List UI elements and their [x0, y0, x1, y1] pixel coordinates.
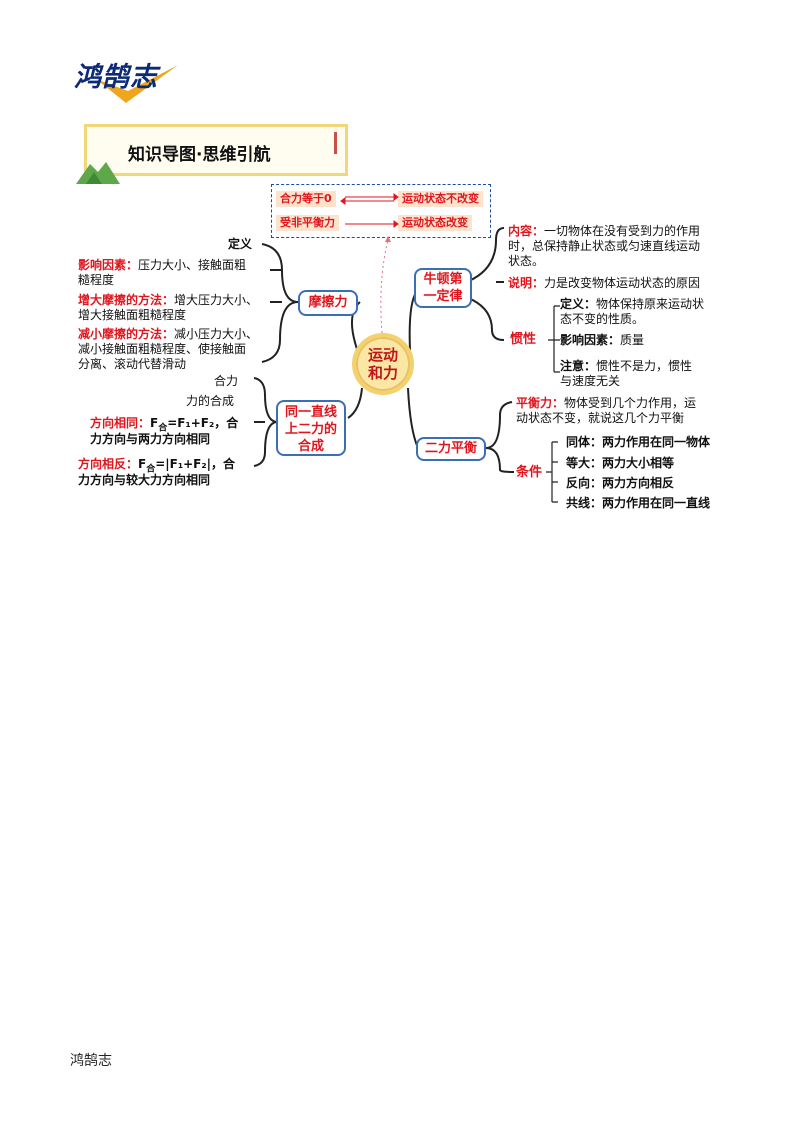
inertia-factor: 影响因素：质量 [560, 333, 645, 347]
newton-node-line1: 牛顿第 [423, 272, 463, 287]
mountain-icon [76, 162, 120, 184]
resultant-opposite-direction: 方向相反：F合=|F₁+F₂|，合 [78, 457, 236, 475]
newton-inertia-label: 惯性 [510, 332, 537, 347]
resultant-node-line2: 上二力的 [284, 422, 337, 437]
node-friction: 摩擦力 [298, 290, 358, 316]
resultant-same-direction-cont: 力方向与两力方向相同 [90, 432, 211, 446]
resultant-node-line1: 同一直线 [284, 405, 337, 420]
logo-text: 鸿鹄志 [74, 62, 158, 93]
banner-accent-icon [334, 132, 337, 154]
balance-condition-label: 条件 [516, 465, 543, 480]
footer-brand: 鸿鹄志 [70, 1053, 112, 1069]
center-node-motion-and-force: 运动 和力 [352, 333, 414, 395]
friction-increase: 增大摩擦的方法：增大压力大小、 [78, 293, 259, 307]
resultant-item-composition: 力的合成 [186, 394, 235, 408]
balance-condition-same-body: 同体：两力作用在同一物体 [566, 435, 711, 449]
balance-condition-equal: 等大：两力大小相等 [566, 456, 675, 470]
inertia-definition-cont: 态不变的性质。 [560, 312, 645, 326]
logo-check-icon [96, 65, 178, 103]
friction-factors-cont: 糙程度 [78, 273, 115, 287]
newton-content-cont1: 时，总保持静止状态或匀速直线运动 [508, 239, 701, 253]
inertia-note-cont: 与速度无关 [560, 374, 621, 388]
friction-factors: 影响因素：压力大小、接触面粗 [78, 258, 247, 272]
resultant-same-direction: 方向相同：F合=F₁+F₂，合 [90, 416, 239, 434]
resultant-item-resultant: 合力 [214, 374, 239, 388]
resultant-node-line3: 合成 [297, 439, 324, 454]
friction-reduce: 减小摩擦的方法：减小压力大小、 [78, 327, 259, 341]
center-line2: 和力 [367, 364, 398, 382]
newton-content-cont2: 状态。 [508, 254, 545, 268]
node-newton-first-law: 牛顿第 一定律 [414, 268, 472, 308]
pill-state-unchanged: 运动状态不改变 [398, 191, 483, 207]
balance-condition-collinear: 共线：两力作用在同一直线 [566, 496, 711, 510]
pill-resultant-zero: 合力等于0 [276, 191, 336, 207]
node-two-force-balance: 二力平衡 [416, 437, 486, 461]
node-resultant-force: 同一直线 上二力的 合成 [276, 400, 346, 456]
inertia-note: 注意：惯性不是力，惯性 [560, 359, 693, 373]
page-title: 知识导图·思维引航 [128, 145, 271, 165]
balance-definition-cont: 动状态不变，就说这几个力平衡 [516, 411, 685, 425]
inertia-definition: 定义：物体保持原来运动状 [560, 297, 705, 311]
title-banner [84, 124, 348, 176]
balance-definition: 平衡力：物体受到几个力作用，运 [516, 396, 697, 410]
newton-node-line2: 一定律 [423, 289, 463, 304]
brand-logo: 鸿鹄志 [74, 55, 184, 107]
resultant-opposite-direction-cont: 力方向与较大力方向相同 [78, 473, 211, 487]
friction-reduce-cont1: 减小接触面粗糙程度、使接触面 [78, 342, 247, 356]
newton-note: 说明：力是改变物体运动状态的原因 [508, 276, 701, 290]
friction-reduce-cont2: 分离、滚动代替滑动 [78, 357, 187, 371]
pill-state-changed: 运动状态改变 [398, 215, 472, 231]
newton-content: 内容：一切物体在没有受到力的作用 [508, 224, 701, 238]
pill-unbalanced-force: 受非平衡力 [276, 215, 339, 231]
center-line1: 运动 [367, 346, 398, 364]
balance-condition-opposite: 反向：两力方向相反 [566, 476, 675, 490]
friction-definition: 定义 [228, 237, 253, 251]
friction-increase-cont: 增大接触面粗糙程度 [78, 308, 187, 322]
motion-state-box: 合力等于0 运动状态不改变 受非平衡力 运动状态改变 [271, 184, 491, 238]
